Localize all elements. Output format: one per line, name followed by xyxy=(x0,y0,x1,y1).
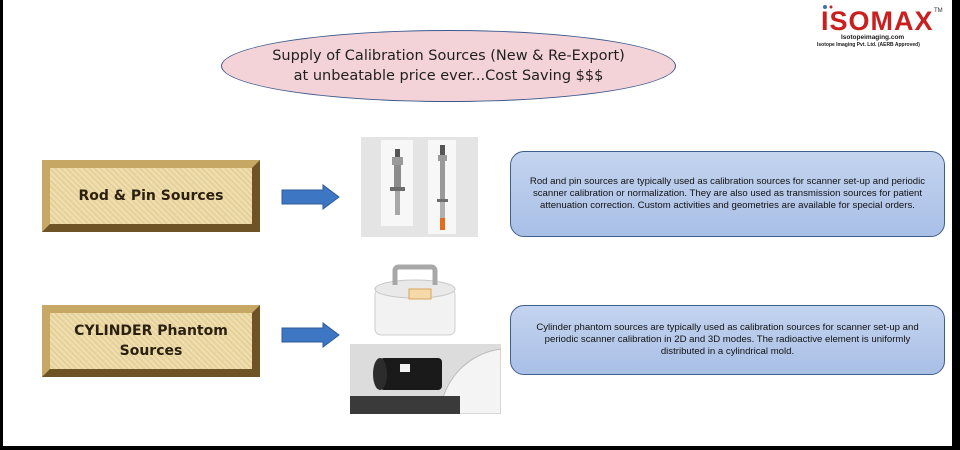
logo-trademark: TM xyxy=(934,8,943,14)
arrow-right-icon xyxy=(281,184,340,210)
rod-pin-photo xyxy=(361,137,478,237)
logo-company: Isotope Imaging Pvt. Ltd. (AERB Approved… xyxy=(817,42,920,48)
cylinder-label-box: CYLINDER Phantom Sources xyxy=(42,305,260,377)
logo-wordmark: ISOMAX xyxy=(821,6,934,36)
headline-line-1: Supply of Calibration Sources (New & Re-… xyxy=(272,48,625,64)
isomax-logo: ISOMAX TM Isotopeimaging.com Isotope Ima… xyxy=(811,4,951,50)
headline-line-2: at unbeatable price ever...Cost Saving $… xyxy=(293,68,604,84)
rod-pin-description-box: Rod and pin sources are typically used a… xyxy=(510,151,945,237)
scanner-photo xyxy=(350,344,501,414)
rod-pin-label-box: Rod & Pin Sources xyxy=(42,160,260,232)
cylinder-description-box: Cylinder phantom sources are typically u… xyxy=(510,305,945,375)
cylinder-phantom-photo xyxy=(369,263,462,338)
slide: ISOMAX TM Isotopeimaging.com Isotope Ima… xyxy=(3,0,952,446)
logo-website: Isotopeimaging.com xyxy=(841,34,905,41)
cylinder-label-line-2: Sources xyxy=(119,343,183,359)
cylinder-phantom-illustration xyxy=(374,264,456,336)
cylinder-label-line-1: CYLINDER Phantom xyxy=(74,323,228,339)
arrow-right-icon xyxy=(281,322,340,348)
scanner-with-phantom-illustration xyxy=(350,344,501,414)
headline-banner: Supply of Calibration Sources (New & Re-… xyxy=(221,30,676,102)
rod-pin-description: Rod and pin sources are typically used a… xyxy=(529,176,926,211)
cylinder-description: Cylinder phantom sources are typically u… xyxy=(536,322,919,357)
cylinder-label: CYLINDER Phantom Sources xyxy=(74,321,228,361)
rod-pin-sources-illustration xyxy=(381,140,456,234)
atom-icon xyxy=(823,5,833,9)
rod-pin-label: Rod & Pin Sources xyxy=(78,188,224,204)
